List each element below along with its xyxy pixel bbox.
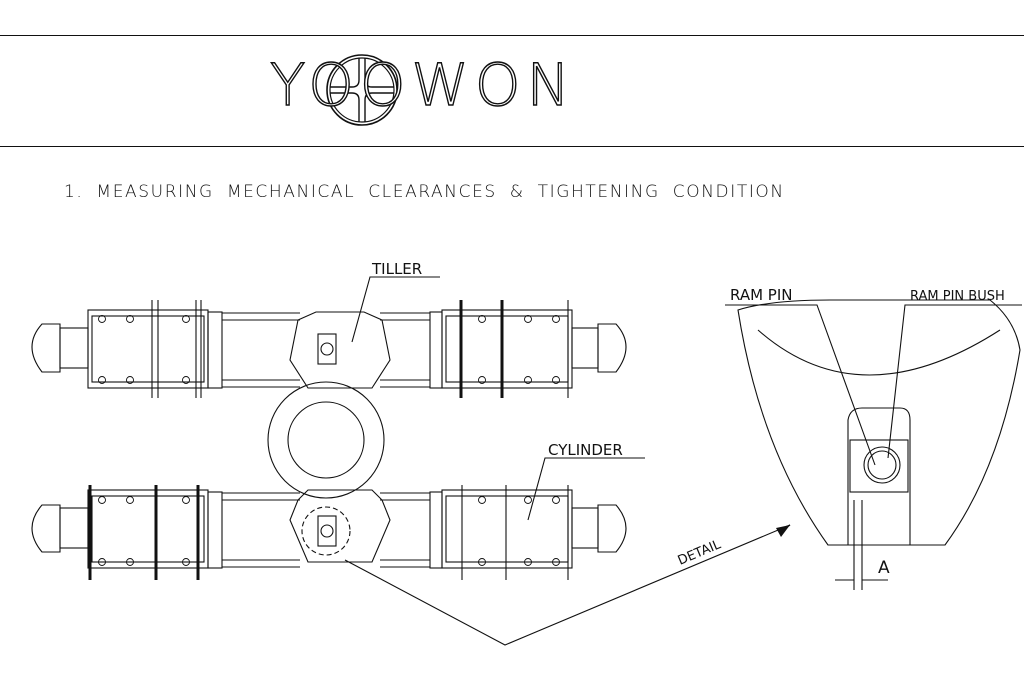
header-top-rule [0,35,1024,36]
upper-left-cylinder [31,300,223,398]
header-bottom-rule [0,146,1024,147]
yoowon-logo-icon [326,54,398,126]
detail-arrowhead [776,525,790,537]
lower-left-cylinder [31,485,223,580]
tiller [267,311,391,563]
lower-right-cylinder [429,485,627,580]
label-tiller: TILLER [371,260,422,278]
detail-view [725,299,1022,590]
upper-right-cylinder [429,300,627,398]
section-title: 1. MEASURING MECHANICAL CLEARANCES & TIG… [64,182,785,202]
label-cylinder: CYLINDER [548,441,623,459]
label-detail: DETAIL [676,537,724,569]
brand-name: YOOWON [269,51,576,119]
label-ram-pin: RAM PIN [730,286,792,304]
label-ram-pin-bush: RAM PIN BUSH [910,289,1005,304]
label-dimension-a: A [878,558,890,578]
